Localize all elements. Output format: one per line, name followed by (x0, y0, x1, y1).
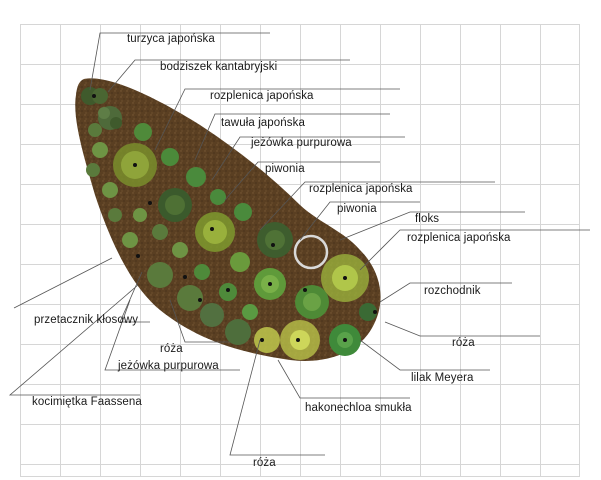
label-piwonia-2: piwonia (337, 203, 377, 215)
plants (81, 87, 377, 360)
plant-bodziszek (98, 106, 122, 130)
plant-rozchodnik (359, 303, 377, 321)
label-hakonechloa-smukla: hakonechloa smukła (305, 402, 412, 414)
label-jezowka-purpurowa-2: jeżówka purpurowa (118, 360, 219, 372)
plant-rozplenica-1 (113, 143, 157, 187)
label-piwonia-1: piwonia (265, 163, 305, 175)
plant-turzyca (81, 87, 108, 105)
label-roza-1: róża (452, 337, 475, 349)
plant-tawula (148, 188, 192, 222)
plant-piwonia-2 (254, 268, 286, 300)
plant-piwonia-1 (257, 222, 293, 258)
plant-rozplenica-2 (195, 212, 235, 252)
plant-cluster-upper (86, 123, 252, 258)
label-rozplenica-japonska-3: rozplenica japońska (407, 232, 511, 244)
label-kocimietka-faassena: kocimiętka Faassena (32, 396, 142, 408)
label-rozchodnik: rozchodnik (424, 285, 481, 297)
plant-rose-cluster (136, 252, 280, 353)
label-lilak-meyera: lilak Meyera (411, 372, 474, 384)
highlight-circle (293, 234, 329, 270)
plant-hakonechloa (280, 320, 320, 360)
label-roza-2: róża (160, 343, 183, 355)
label-floks: floks (415, 213, 440, 225)
label-tawula-japonska: tawuła japońska (221, 117, 305, 129)
label-turzyca-japonska: turzyca japońska (127, 33, 215, 45)
plant-floks (295, 285, 329, 319)
label-jezowka-purpurowa-1: jeżówka purpurowa (251, 137, 352, 149)
label-rozplenica-japonska-1: rozplenica japońska (210, 90, 314, 102)
plant-rozplenica-3 (321, 254, 369, 302)
plant-lilak (329, 324, 361, 356)
label-roza-3: róża (253, 457, 276, 469)
label-przetacznik-klosowy: przetacznik kłosowy (34, 314, 139, 326)
label-bodziszek-kantabryjski: bodziszek kantabryjski (160, 61, 278, 73)
leader-lines (8, 32, 590, 456)
label-rozplenica-japonska-2: rozplenica japońska (309, 183, 413, 195)
